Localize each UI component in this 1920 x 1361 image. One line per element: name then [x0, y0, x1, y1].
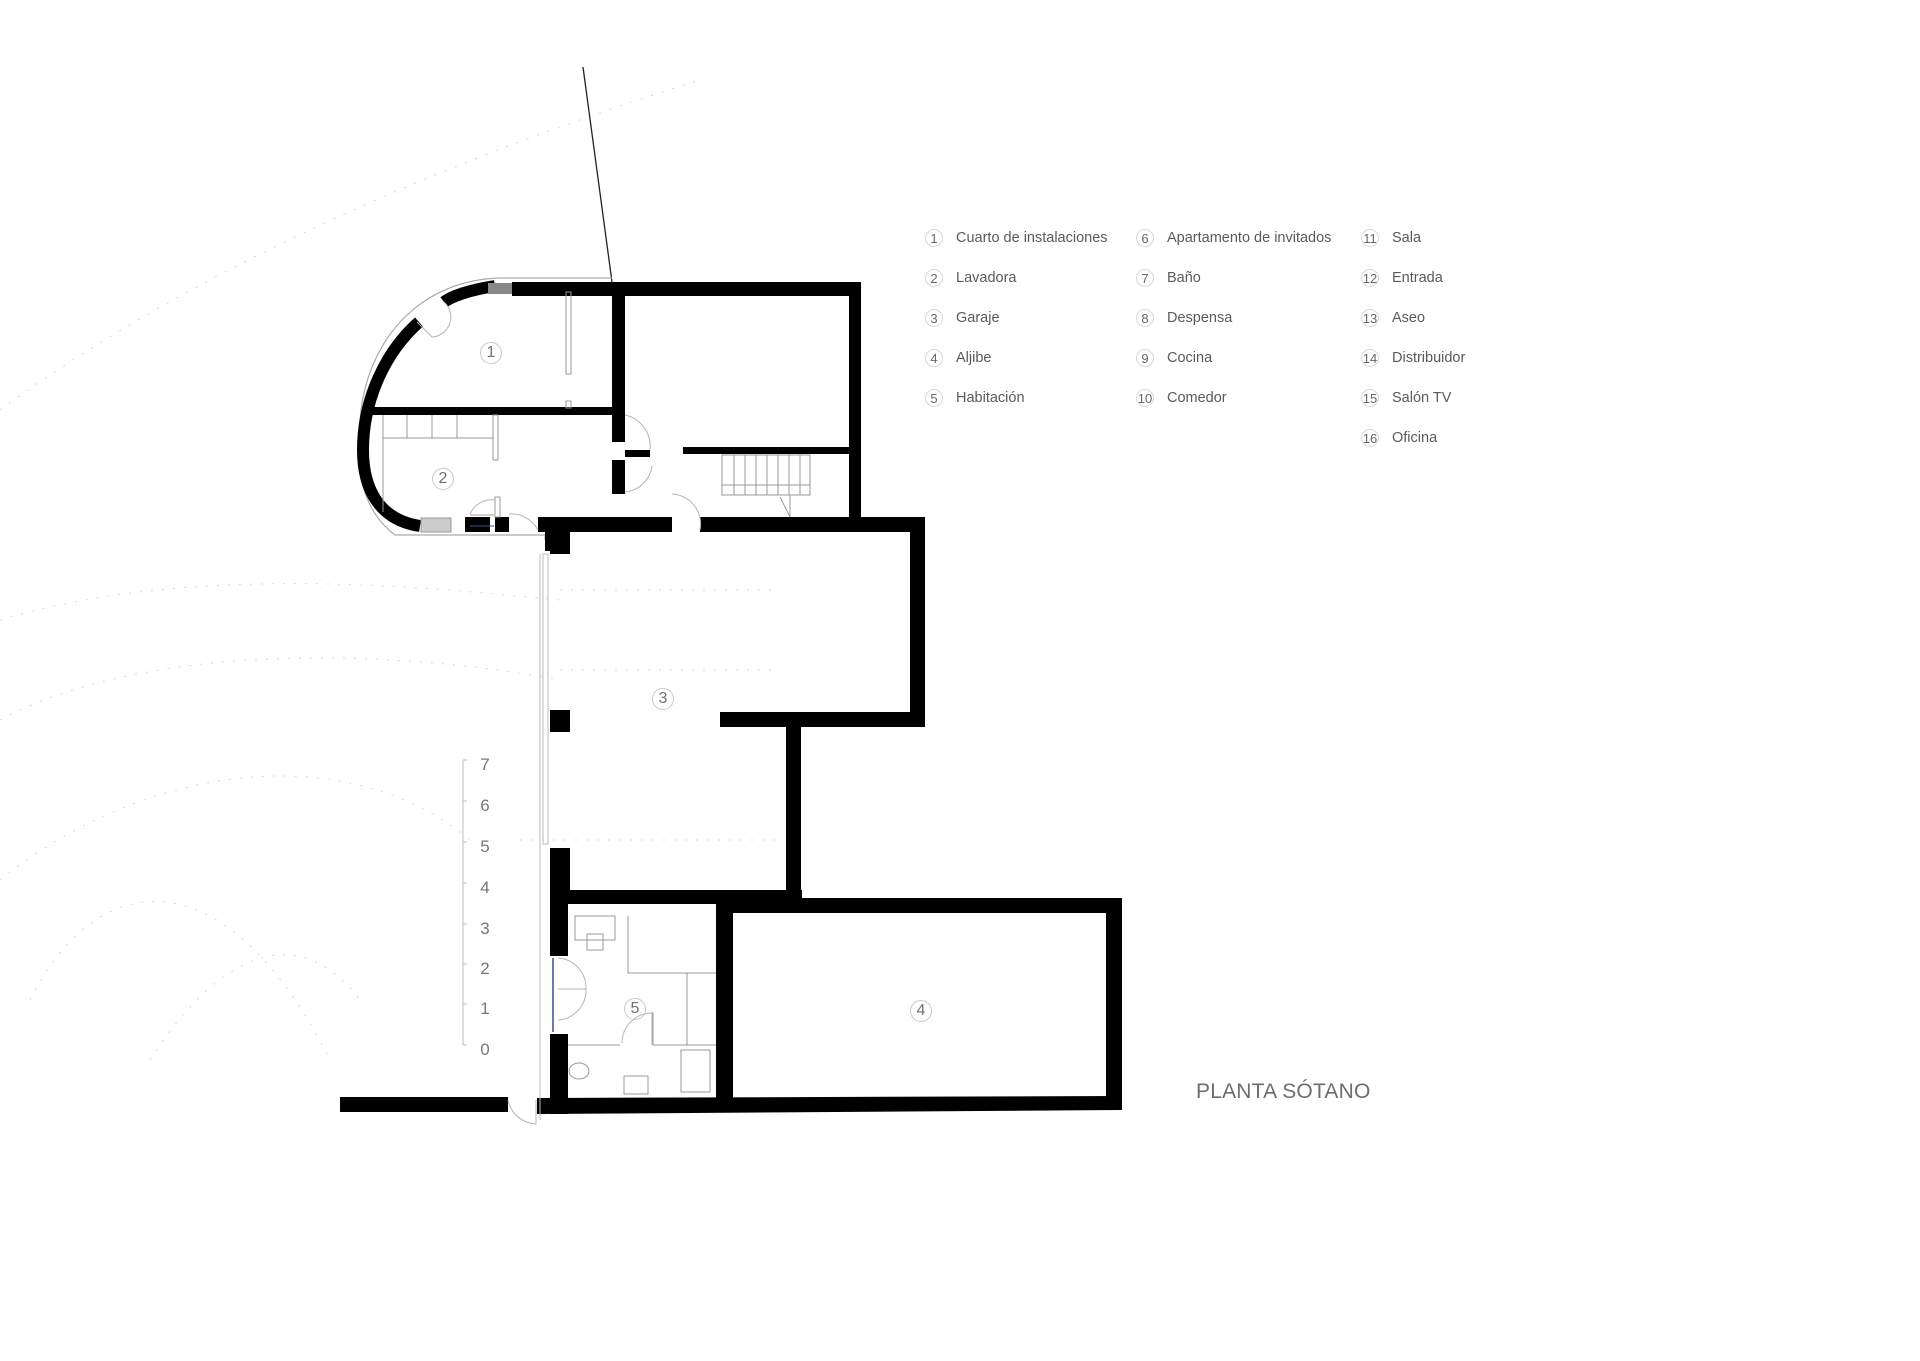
scale-label: 6	[480, 796, 490, 815]
plan-title: PLANTA SÓTANO	[1196, 1080, 1371, 1103]
legend-number: 15	[1361, 389, 1379, 407]
legend-number: 13	[1361, 309, 1379, 327]
legend-label: Distribuidor	[1392, 350, 1466, 366]
curved-wall	[440, 280, 496, 308]
legend-item: 5 Habitación	[925, 386, 1025, 410]
scale-label: 4	[480, 878, 490, 897]
room-tag-5: 5	[624, 998, 646, 1020]
fixtures	[382, 291, 811, 1120]
legend-label: Salón TV	[1392, 390, 1452, 406]
scale-label: 5	[480, 837, 490, 856]
legend-number: 2	[925, 269, 943, 287]
curved-wall	[356, 317, 424, 532]
legend-label: Cocina	[1167, 350, 1213, 366]
legend-item: 10 Comedor	[1136, 386, 1227, 410]
outer-terrace-outline	[357, 277, 612, 540]
legend-label: Aseo	[1392, 310, 1426, 326]
site-contours	[0, 79, 780, 1061]
legend-item: 13 Aseo	[1361, 306, 1425, 330]
legend-number: 5	[925, 389, 943, 407]
scale-label: 1	[480, 999, 490, 1018]
legend-item: 1 Cuarto de instalaciones	[925, 226, 1108, 250]
legend-label: Garaje	[956, 310, 1000, 326]
legend-number: 7	[1136, 269, 1154, 287]
legend-number: 9	[1136, 349, 1154, 367]
legend-label: Lavadora	[956, 270, 1017, 286]
wall-vent	[488, 283, 514, 294]
legend-number: 11	[1361, 229, 1379, 247]
scale-label: 0	[480, 1040, 490, 1059]
scale-label: 7	[480, 755, 490, 774]
room-tag-1: 1	[480, 342, 502, 364]
legend-label: Cuarto de instalaciones	[956, 230, 1108, 246]
legend-label: Baño	[1167, 270, 1201, 286]
room-tag-3: 3	[652, 688, 674, 710]
room-tag-2: 2	[432, 468, 454, 490]
legend-label: Comedor	[1167, 390, 1227, 406]
legend-item: 12 Entrada	[1361, 266, 1443, 290]
scale-bar	[462, 759, 467, 1046]
legend-number: 10	[1136, 389, 1154, 407]
legend-item: 9 Cocina	[1136, 346, 1212, 370]
wall-hatch	[420, 517, 452, 533]
legend-label: Sala	[1392, 230, 1422, 246]
legend-item: 3 Garaje	[925, 306, 1000, 330]
legend-number: 8	[1136, 309, 1154, 327]
legend-number: 16	[1361, 429, 1379, 447]
legend-label: Habitación	[956, 390, 1025, 406]
legend-number: 4	[925, 349, 943, 367]
legend-number: 3	[925, 309, 943, 327]
legend-number: 14	[1361, 349, 1379, 367]
doors	[416, 301, 702, 1125]
room-tag-4: 4	[910, 1000, 932, 1022]
legend-label: Despensa	[1167, 310, 1233, 326]
scale-label: 2	[480, 959, 490, 978]
legend-number: 12	[1361, 269, 1379, 287]
legend-number: 6	[1136, 229, 1154, 247]
legend-item: 16 Oficina	[1361, 426, 1437, 450]
legend-label: Entrada	[1392, 270, 1443, 286]
walls	[340, 282, 1122, 1114]
legend-label: Apartamento de invitados	[1167, 230, 1332, 246]
site-line	[582, 66, 613, 283]
legend-item: 7 Baño	[1136, 266, 1201, 290]
legend-item: 11 Sala	[1361, 226, 1421, 250]
legend-item: 4 Aljibe	[925, 346, 991, 370]
legend-item: 8 Despensa	[1136, 306, 1232, 330]
legend-item: 2 Lavadora	[925, 266, 1016, 290]
legend-label: Oficina	[1392, 430, 1438, 446]
legend-item: 6 Apartamento de invitados	[1136, 226, 1331, 250]
scale-label: 3	[480, 919, 490, 938]
legend-number: 1	[925, 229, 943, 247]
legend-label: Aljibe	[956, 350, 992, 366]
legend-item: 15 Salón TV	[1361, 386, 1451, 410]
legend-item: 14 Distribuidor	[1361, 346, 1465, 370]
